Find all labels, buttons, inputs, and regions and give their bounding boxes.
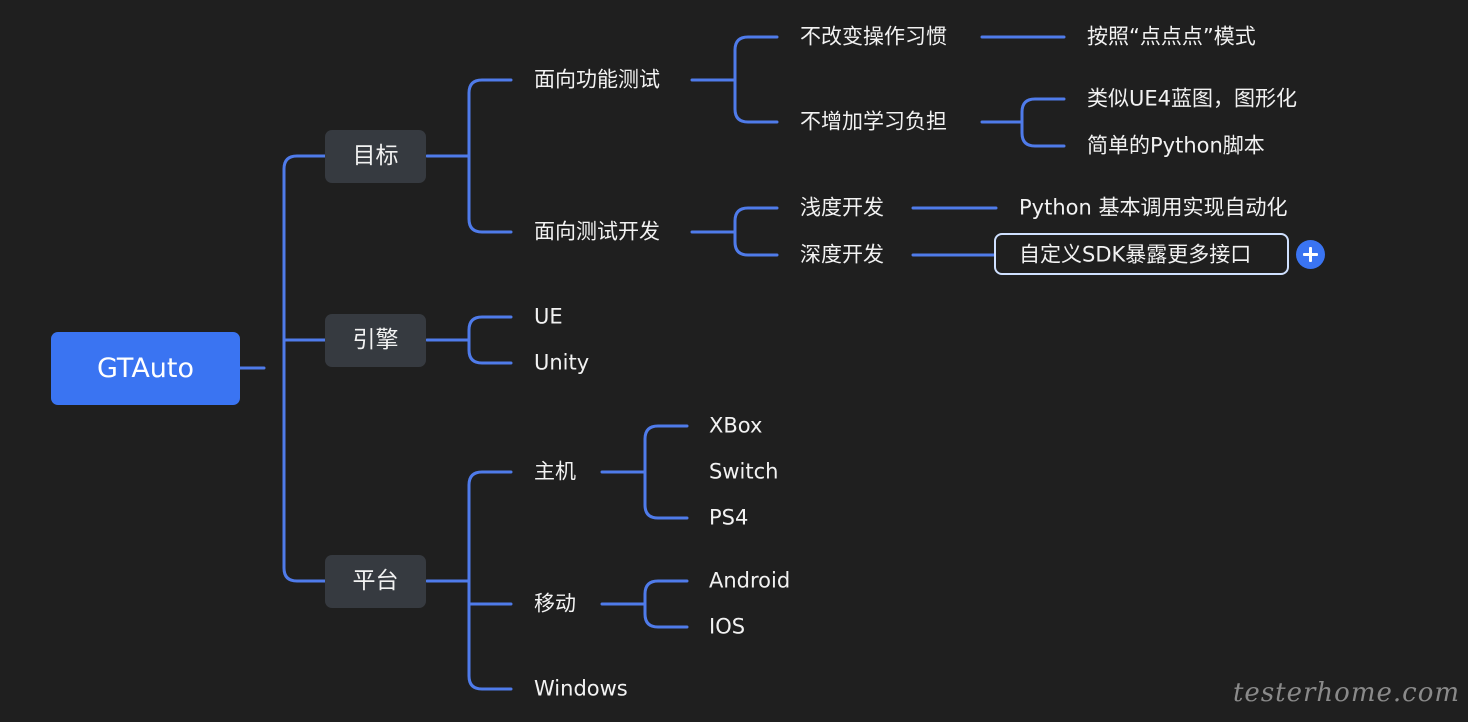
connector-mobile	[600, 579, 689, 629]
python-script-node[interactable]: 简单的Python脚本	[1087, 133, 1265, 158]
connector-console	[600, 424, 689, 520]
xbox-node[interactable]: XBox	[709, 413, 763, 438]
mobile-node[interactable]: 移动	[534, 591, 576, 616]
connector-engine	[425, 315, 513, 365]
connector-root-branches	[238, 154, 327, 583]
windows-node[interactable]: Windows	[534, 676, 628, 701]
android-node[interactable]: Android	[709, 568, 791, 593]
console-node[interactable]: 主机	[534, 459, 576, 484]
ue-node[interactable]: UE	[534, 304, 563, 329]
connector-platform	[425, 470, 513, 691]
root-node[interactable]: GTAuto	[51, 332, 240, 405]
connector-no-learning-burden	[980, 97, 1066, 148]
no-learning-burden-node[interactable]: 不增加学习负担	[800, 109, 947, 134]
ios-node[interactable]: IOS	[709, 614, 746, 639]
watermark: testerhome.com	[1232, 678, 1460, 708]
functional-test-node[interactable]: 面向功能测试	[534, 67, 660, 92]
ps4-node[interactable]: PS4	[709, 505, 749, 530]
connector-test-dev	[690, 206, 779, 257]
connector-goal	[425, 78, 513, 234]
unity-node[interactable]: Unity	[534, 350, 590, 375]
engine-node[interactable]: 引擎	[325, 314, 426, 367]
connector-functional-test	[690, 35, 779, 124]
platform-node[interactable]: 平台	[325, 555, 426, 608]
no-habit-change-node[interactable]: 不改变操作习惯	[800, 24, 947, 49]
goal-node[interactable]: 目标	[325, 130, 426, 183]
click-mode-node[interactable]: 按照“点点点”模式	[1087, 24, 1256, 49]
add-child-button[interactable]	[1296, 240, 1325, 269]
test-dev-node[interactable]: 面向测试开发	[534, 219, 660, 244]
ue4-blueprint-node[interactable]: 类似UE4蓝图，图形化	[1087, 86, 1297, 111]
deep-dev-node[interactable]: 深度开发	[800, 242, 884, 267]
selected-node-outline	[994, 233, 1289, 275]
python-automation-node[interactable]: Python 基本调用实现自动化	[1019, 195, 1288, 220]
switch-node[interactable]: Switch	[709, 459, 779, 484]
shallow-dev-node[interactable]: 浅度开发	[800, 195, 884, 220]
custom-sdk-node[interactable]: 自定义SDK暴露更多接口	[1019, 242, 1252, 267]
